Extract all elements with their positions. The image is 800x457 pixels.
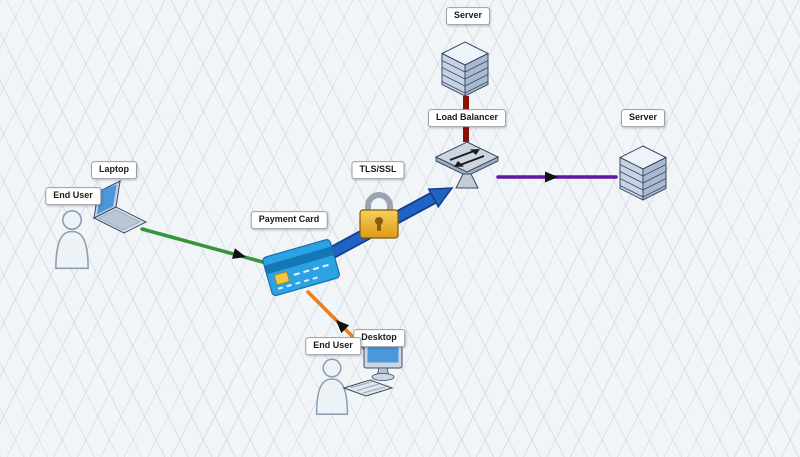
load-balancer-stand [455,173,479,189]
server-top-icon[interactable] [441,41,489,97]
tls-lock-icon[interactable] [359,192,399,239]
monitor-base [371,373,395,381]
card-chip [274,271,290,285]
laptop-keyboard [97,209,141,231]
lock-keyhole-slot [377,223,381,231]
card-name-line [277,275,320,290]
load-balancer-icon[interactable] [434,141,500,189]
end-user-left-icon[interactable] [55,209,89,270]
green-arrowhead-icon [232,248,246,259]
label-server-right[interactable]: Server [620,109,666,127]
edge-loadbalancer-to-server-right[interactable] [496,171,618,183]
payment-card-icon[interactable] [262,239,340,297]
card-stripe [264,246,334,275]
load-balancer-arrowhead-down [454,161,464,167]
lock-keyhole [375,217,383,225]
lock-shackle [365,192,393,212]
end-user-bottom-icon[interactable] [315,358,349,415]
label-desktop[interactable]: Desktop [353,329,405,347]
laptop-icon[interactable] [92,180,148,234]
label-load-balancer[interactable]: Load Balancer [427,109,507,127]
load-balancer-top [434,141,500,173]
label-payment-card[interactable]: Payment Card [250,211,328,229]
load-balancer-arrow-up [449,150,475,161]
green-edge-line [140,227,272,266]
blue-arrowhead-icon [427,187,454,209]
label-tls-ssl[interactable]: TLS/SSL [351,161,405,179]
keyboard-keys [350,381,386,394]
server-right-icon[interactable] [619,145,667,201]
edge-laptop-to-payment-card[interactable] [140,227,272,266]
label-laptop[interactable]: Laptop [91,161,137,179]
keyboard [342,379,394,397]
label-end-user-bottom[interactable]: End User [305,337,361,355]
laptop-screen [97,184,117,215]
label-server-top[interactable]: Server [445,7,491,25]
label-end-user-left[interactable]: End User [45,187,101,205]
purple-arrowhead-icon [545,171,558,183]
load-balancer-arrowhead-up [470,149,480,155]
load-balancer-arrow-down [459,155,485,166]
orange-arrowhead-icon [336,320,350,334]
